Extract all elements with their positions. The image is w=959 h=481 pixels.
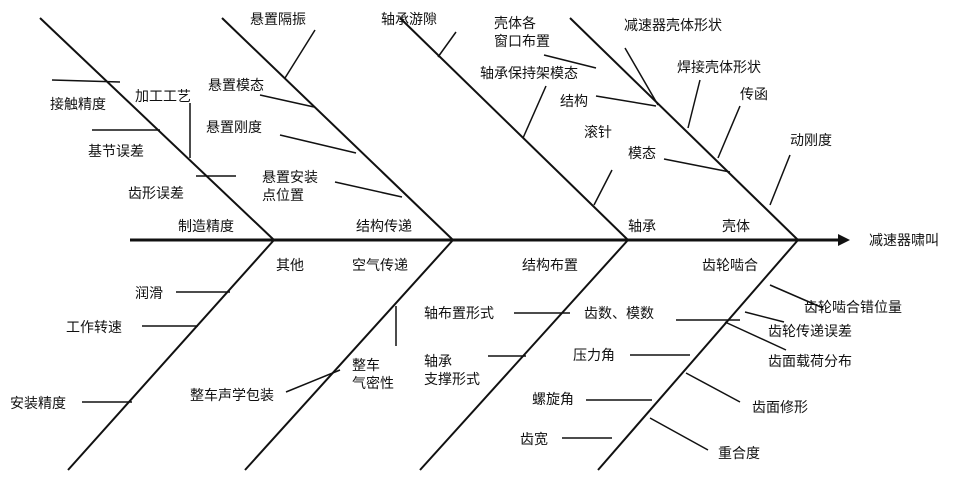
- label-contact-accuracy: 接触精度: [50, 96, 106, 113]
- label-gear-meshing: 齿轮啮合: [702, 258, 758, 274]
- label-shaft-layout: 轴布置形式: [424, 306, 494, 322]
- bone-structural-transmission: [221, 17, 454, 241]
- line-housing-window: [543, 54, 597, 69]
- bone-airborne-transmission: [244, 239, 454, 471]
- label-manufacturing-precision: 制造精度: [178, 219, 234, 235]
- label-mount-isolation: 悬置隔振: [250, 12, 306, 28]
- line-contact-ratio: [649, 417, 709, 451]
- label-tooth-modification: 齿面修形: [752, 400, 808, 416]
- label-housing-shape: 减速器壳体形状: [624, 17, 722, 34]
- label-structural-transmission: 结构传递: [356, 219, 412, 235]
- line-bearing-clearance: [437, 31, 457, 58]
- bone-structural-layout: [419, 239, 629, 471]
- label-teeth-module: 齿数、模数: [584, 306, 654, 322]
- bone-other: [67, 239, 275, 471]
- line-welded-housing: [687, 79, 701, 129]
- label-effect: 减速器啸叫: [869, 233, 939, 249]
- label-airborne-transmission: 空气传递: [352, 258, 408, 274]
- label-bearing-clearance: 轴承游隙: [381, 12, 437, 28]
- line-vehicle-package: [285, 369, 341, 393]
- line-needle: [593, 169, 613, 206]
- line-mount-position: [334, 181, 403, 198]
- label-transmission-error: 齿轮传递误差: [768, 324, 852, 340]
- label-structural-layout: 结构布置: [522, 258, 578, 274]
- label-face-width: 齿宽: [520, 431, 548, 448]
- label-mesh-misalignment: 齿轮啮合错位量: [804, 300, 902, 316]
- label-profile-error: 齿形误差: [128, 186, 184, 202]
- line-tooth-modification: [685, 372, 741, 403]
- label-vehicle-acoustic-package: 整车声学包装: [190, 387, 274, 404]
- label-dynamic-stiffness: 动刚度: [790, 133, 832, 149]
- bone-housing: [569, 17, 799, 241]
- label-transfer-function: 传函: [740, 87, 768, 103]
- label-pitch-error: 基节误差: [88, 143, 144, 160]
- line-load-distribution: [724, 321, 787, 351]
- label-welded-housing-shape: 焊接壳体形状: [677, 59, 761, 76]
- label-pressure-angle: 压力角: [573, 348, 615, 364]
- bone-bearing: [399, 17, 629, 241]
- line-contact-accuracy: [51, 79, 121, 83]
- label-helix-angle: 螺旋角: [532, 392, 574, 408]
- label-housing: 壳体: [722, 218, 750, 235]
- line-cage-mode: [522, 85, 547, 139]
- label-assembly-accuracy: 安装精度: [10, 396, 66, 412]
- label-other: 其他: [276, 258, 304, 274]
- label-working-speed: 工作转速: [66, 320, 122, 336]
- line-housing-shape: [624, 47, 659, 106]
- label-modal: 模态: [628, 146, 656, 162]
- label-mount-mode: 悬置模态: [208, 78, 264, 94]
- bone-manufacturing-precision: [39, 17, 275, 241]
- line-mesh-misalignment: [769, 284, 824, 309]
- label-load-distribution: 齿面载荷分布: [768, 354, 852, 370]
- label-cage-mode: 轴承保持架模态: [480, 66, 578, 82]
- label-machining-process: 加工工艺: [135, 89, 191, 105]
- line-transmission-error: [744, 311, 785, 323]
- line-transfer-function: [717, 105, 741, 159]
- line-mount-isolation: [284, 29, 316, 79]
- line-mount-stiffness: [279, 134, 357, 154]
- line-mount-mode: [259, 94, 315, 108]
- label-mount-stiffness: 悬置刚度: [206, 120, 262, 136]
- label-structure: 结构: [560, 94, 588, 110]
- label-bearing: 轴承: [628, 219, 656, 235]
- label-contact-ratio: 重合度: [718, 446, 760, 462]
- label-needle-roller: 滚针: [584, 124, 612, 141]
- label-lubrication: 润滑: [135, 285, 163, 302]
- label-mount-position: 悬置安装点位置: [262, 170, 318, 204]
- label-housing-window: 壳体各窗口布置: [494, 15, 550, 50]
- line-modal: [663, 158, 731, 173]
- label-bearing-support: 轴承支撑形式: [424, 354, 480, 388]
- line-dynamic-stiffness: [769, 154, 791, 206]
- bone-gear-meshing: [597, 239, 799, 471]
- label-vehicle-airtightness: 整车气密性: [352, 357, 394, 392]
- line-structure: [595, 95, 657, 107]
